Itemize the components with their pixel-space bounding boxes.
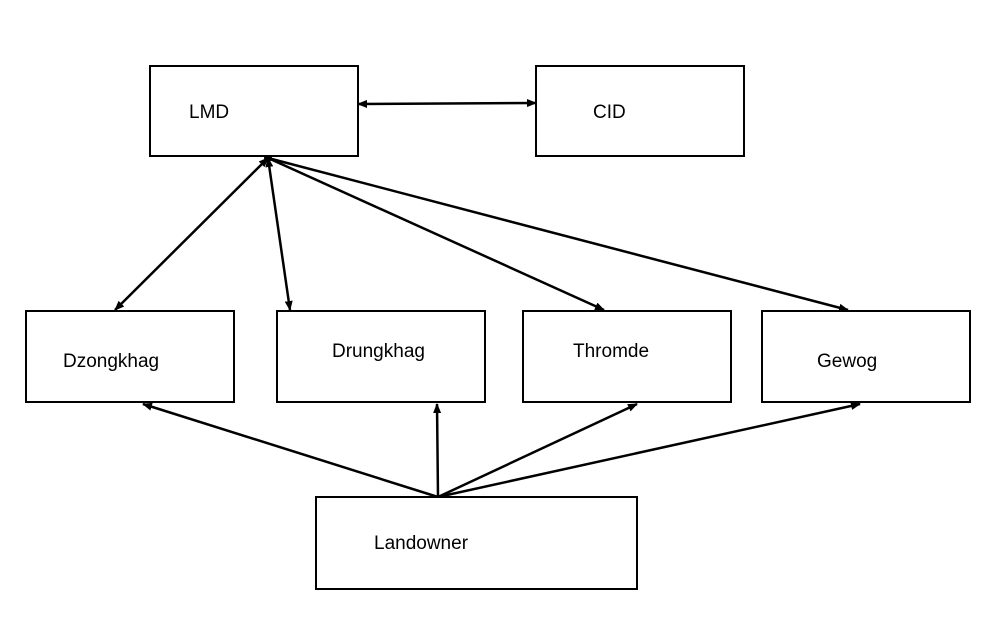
node-dzongkhag-label: Dzongkhag — [63, 351, 159, 372]
edge-landowner-dzongkhag — [142, 402, 439, 499]
node-landowner-label: Landowner — [374, 533, 469, 554]
node-dzongkhag: Dzongkhag — [25, 310, 235, 403]
node-gewog: Gewog — [761, 310, 971, 403]
edge-lmd-thromde — [267, 156, 605, 312]
edge-landowner-thromde — [437, 402, 638, 499]
edge-landowner-drungkhag — [433, 403, 442, 498]
edge-lmd-dzongkhag — [114, 157, 269, 311]
edge-lmd-cid — [357, 99, 537, 108]
node-drungkhag-label: Drungkhag — [332, 341, 425, 362]
edge-lmd-drungkhag — [265, 157, 293, 311]
node-thromde-label: Thromde — [573, 341, 649, 362]
edge-lmd-gewog — [267, 156, 849, 312]
node-lmd: LMD — [149, 65, 359, 157]
node-lmd-label: LMD — [189, 102, 229, 123]
node-cid: CID — [535, 65, 745, 157]
node-thromde: Thromde — [522, 310, 732, 403]
edge-landowner-gewog — [437, 402, 861, 499]
node-cid-label: CID — [593, 102, 626, 123]
node-landowner: Landowner — [315, 496, 638, 590]
node-drungkhag: Drungkhag — [276, 310, 486, 403]
edges — [114, 99, 861, 499]
node-gewog-label: Gewog — [817, 351, 877, 372]
